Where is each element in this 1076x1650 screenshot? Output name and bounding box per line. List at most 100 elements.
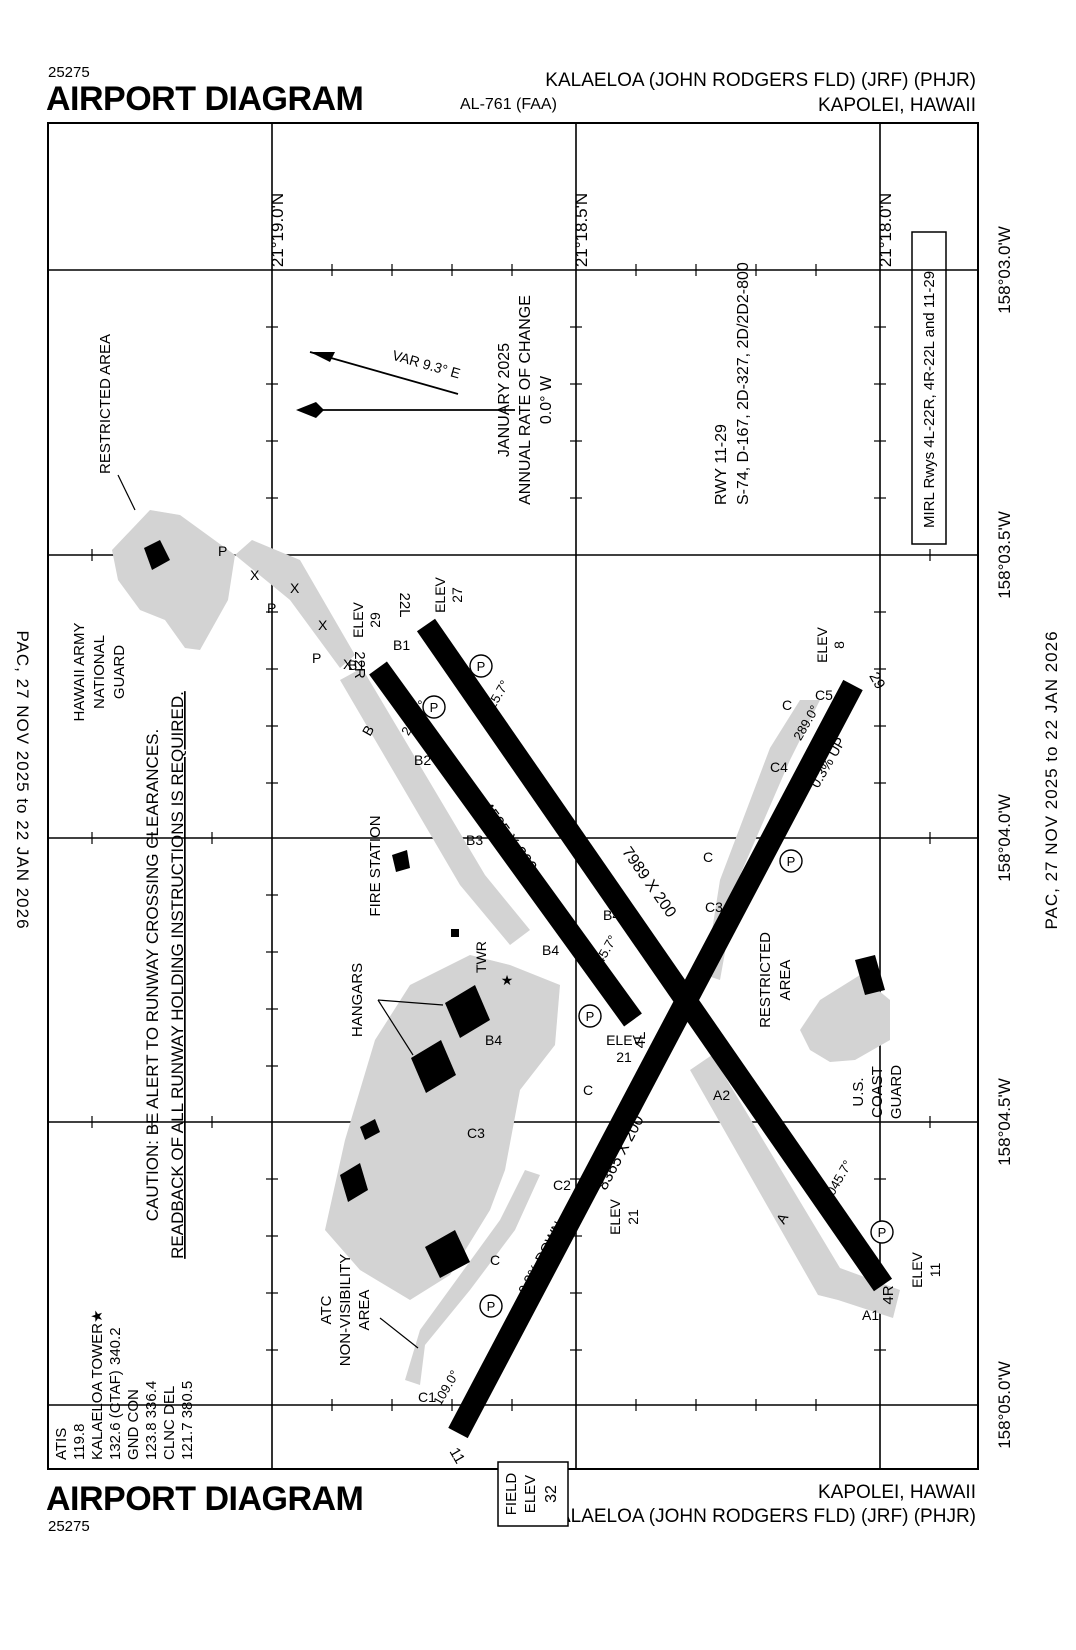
chart-number-bottom: 25275 [48,1518,90,1535]
taxiway-a [690,1055,900,1318]
airport-name-bottom: KALAELOA (JOHN RODGERS FLD) (JRF) (PHJR) [545,1506,976,1527]
runway-4r-22l [416,618,893,1292]
parking-label-3: P [787,854,796,869]
location-top: KAPOLEI, HAWAII [817,95,976,116]
taxiway-x-label-2: X [290,580,300,596]
elev-4l-value: 21 [616,1049,632,1065]
fire-station-icon [392,850,410,872]
hangars-label: HANGARS [349,963,366,1037]
taxiway-a2-label: A2 [713,1087,730,1103]
elev-4l-label: ELEV [606,1032,642,1048]
caution-line-1: CAUTION: BE ALERT TO RUNWAY CROSSING CLE… [143,729,162,1222]
building-ramp-1 [425,1230,470,1278]
lighting-note: MIRL Rwys 4L-22R, 4R-22L and 11-29 [921,271,938,528]
lat-label-2: 21°18.5'N [572,193,591,267]
elev-11-value: 21 [625,1209,641,1225]
clnc-label: CLNC DEL [161,1386,178,1460]
tower-name: KALAELOA TOWER★ [89,1310,106,1460]
army-label-2: NATIONAL [91,635,108,709]
coast-guard-building [855,955,885,995]
rwy-29-label: 29 [865,669,888,692]
taxiway-x-label-1: X [250,567,260,583]
restricted-coast-2: AREA [777,960,794,1001]
taxiway-c2-label: C2 [553,1177,571,1193]
elev-29-value: 8 [831,641,847,649]
parking-label-1: P [430,700,439,715]
taxiway-c3-label-2: C3 [705,899,723,915]
taxiway-c1-label: C1 [418,1389,436,1405]
army-building [144,540,170,570]
lighting-box [911,231,947,545]
taxiway-c4-label: C4 [770,759,788,775]
taxiway-p-label-2: P [267,600,276,616]
parking-marker-4 [578,1004,602,1028]
buildings [144,540,885,1278]
clnc-freq: 121.7 380.5 [179,1381,196,1460]
army-apron [112,510,235,650]
parking-label-6: P [487,1299,496,1314]
taxiway-b1-label-a: B1 [348,657,365,673]
rwy-4r-label: 4R [880,1285,897,1304]
comms-block: ATIS 119.8 KALAELOA TOWER★ 132.6 (CTAF) … [53,1310,196,1460]
taxiway-b4-label: B4 [542,942,559,958]
hangar-1 [445,985,490,1038]
taxiway-b1-label-b: B1 [393,637,410,653]
elev-22r-label: ELEV [350,601,366,637]
taxiway-c-label: C [703,849,713,865]
taxiway-x-label-4: X [343,656,353,672]
rwy-22l-label: 22L [396,592,413,617]
taxiway-c-label-2: C [583,1082,593,1098]
lat-label-1: 21°19.0'N [268,193,287,267]
variation-label: VAR 9.3° E [391,347,463,382]
parking-markers [422,654,894,1318]
taxiway-c-west [405,1170,540,1385]
taxiway-c3-label: C3 [467,1125,485,1141]
runway-4l-22r [369,661,642,1027]
taxiway-p [235,540,355,668]
restricted-area-label: RESTRICTED AREA [97,334,114,474]
restricted-coast-1: RESTRICTED [757,932,774,1028]
elev-22l-value: 27 [449,587,465,603]
atc-label-1: ATC [318,1295,335,1324]
rwy-4l-label: 4L [632,1032,649,1049]
taxiway-c-label-4: C [782,697,792,713]
rwy-22r-label: 22R [351,651,368,679]
chart-number-top: 25275 [48,64,90,81]
taxiway-a1-label: A1 [862,1307,879,1323]
magnetic-rate-value: 0.0° W [538,375,555,424]
main-apron [325,955,560,1300]
tower-uhf: 340.2 [107,1327,124,1365]
lon-label-1: 158°03.0'W [995,226,1014,314]
elev-29-label: ELEV [814,626,830,662]
chart-title-top: AIRPORT DIAGRAM [46,80,364,118]
taxiway-b2-label: B2 [414,752,431,768]
parking-marker-6 [479,1294,503,1318]
tower-icon: ★ [501,972,514,988]
army-label-3: GUARD [111,645,128,699]
rwy-strength-values: S-74, D-167, 2D-327, 2D/2D2-800 [735,262,752,505]
field-elev-box [497,1461,569,1527]
gnd-label: GND CON [125,1389,142,1460]
taxiway-x-label-3: X [318,617,328,633]
airport-name-top: KALAELOA (JOHN RODGERS FLD) (JRF) (PHJR) [545,70,976,91]
field-elev-value: 32 [543,1485,560,1503]
lon-label-2: 158°03.5'W [995,511,1014,599]
magnetic-rate-label: ANNUAL RATE OF CHANGE [517,295,534,505]
taxiway-b [340,668,530,945]
coast-guard-apron [800,975,890,1062]
apron-areas [112,510,900,1385]
runways [369,618,893,1439]
taxiway-c5-label: C5 [815,687,833,703]
atc-label-2: NON-VISIBILITY [337,1254,354,1367]
lon-label-5: 158°05.0'W [995,1361,1014,1449]
field-elev-label-2: ELEV [522,1475,539,1513]
heading-4r: 045.7° [823,1158,855,1198]
magnetic-epoch: JANUARY 2025 [496,343,513,457]
location-bottom: KAPOLEI, HAWAII [817,1482,976,1503]
hangar-2 [411,1040,456,1093]
parking-marker-1 [422,695,446,719]
caution-line-2: READBACK OF ALL RUNWAY HOLDING INSTRUCTI… [168,691,187,1259]
atis-label: ATIS [53,1428,70,1460]
magnetic-variation-arrows [296,351,515,418]
